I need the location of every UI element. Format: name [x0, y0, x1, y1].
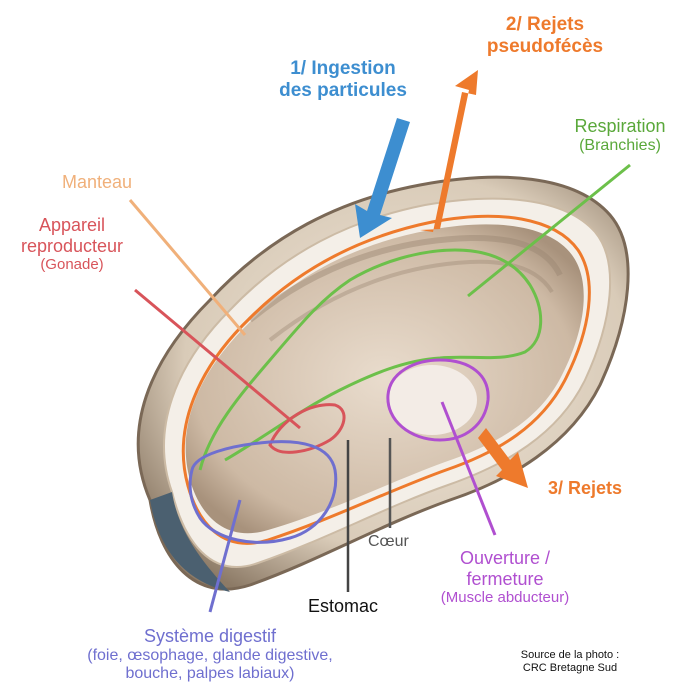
ingestion-label: 1/ Ingestion des particules [268, 58, 418, 102]
rejets-pseudo-line1: 2/ Rejets [450, 14, 640, 36]
systeme-digestif-label: Système digestif (foie, œsophage, glande… [40, 626, 380, 683]
source-line1: Source de la photo : [505, 649, 635, 662]
estomac-label: Estomac [308, 596, 378, 617]
systeme-sub1: (foie, œsophage, glande digestive, [40, 647, 380, 665]
ingestion-line1: 1/ Ingestion [268, 58, 418, 80]
systeme-title: Système digestif [40, 626, 380, 647]
ouverture-line1: Ouverture / [405, 548, 605, 569]
rejets-pseudofeces-label: 2/ Rejets pseudofécès [450, 14, 640, 58]
rejets-label: 3/ Rejets [548, 478, 622, 499]
ingestion-line2: des particules [268, 80, 418, 102]
rejets-pseudo-line2: pseudofécès [450, 36, 640, 58]
appareil-sub: (Gonade) [2, 256, 142, 273]
systeme-sub2: bouche, palpes labiaux) [40, 665, 380, 683]
coeur-label: Cœur [368, 533, 409, 551]
manteau-leader [130, 200, 245, 335]
appareil-label: Appareil reproducteur (Gonade) [2, 215, 142, 274]
ouverture-label: Ouverture / fermeture (Muscle abducteur) [405, 548, 605, 607]
respiration-title: Respiration [555, 116, 685, 137]
respiration-sub: (Branchies) [555, 137, 685, 155]
appareil-line2: reproducteur [2, 236, 142, 257]
ouverture-line2: fermeture [405, 569, 605, 590]
appareil-line1: Appareil [2, 215, 142, 236]
manteau-label: Manteau [62, 172, 132, 193]
source-line2: CRC Bretagne Sud [505, 662, 635, 675]
photo-source: Source de la photo : CRC Bretagne Sud [505, 649, 635, 674]
ouverture-sub: (Muscle abducteur) [405, 589, 605, 606]
respiration-label: Respiration (Branchies) [555, 116, 685, 155]
